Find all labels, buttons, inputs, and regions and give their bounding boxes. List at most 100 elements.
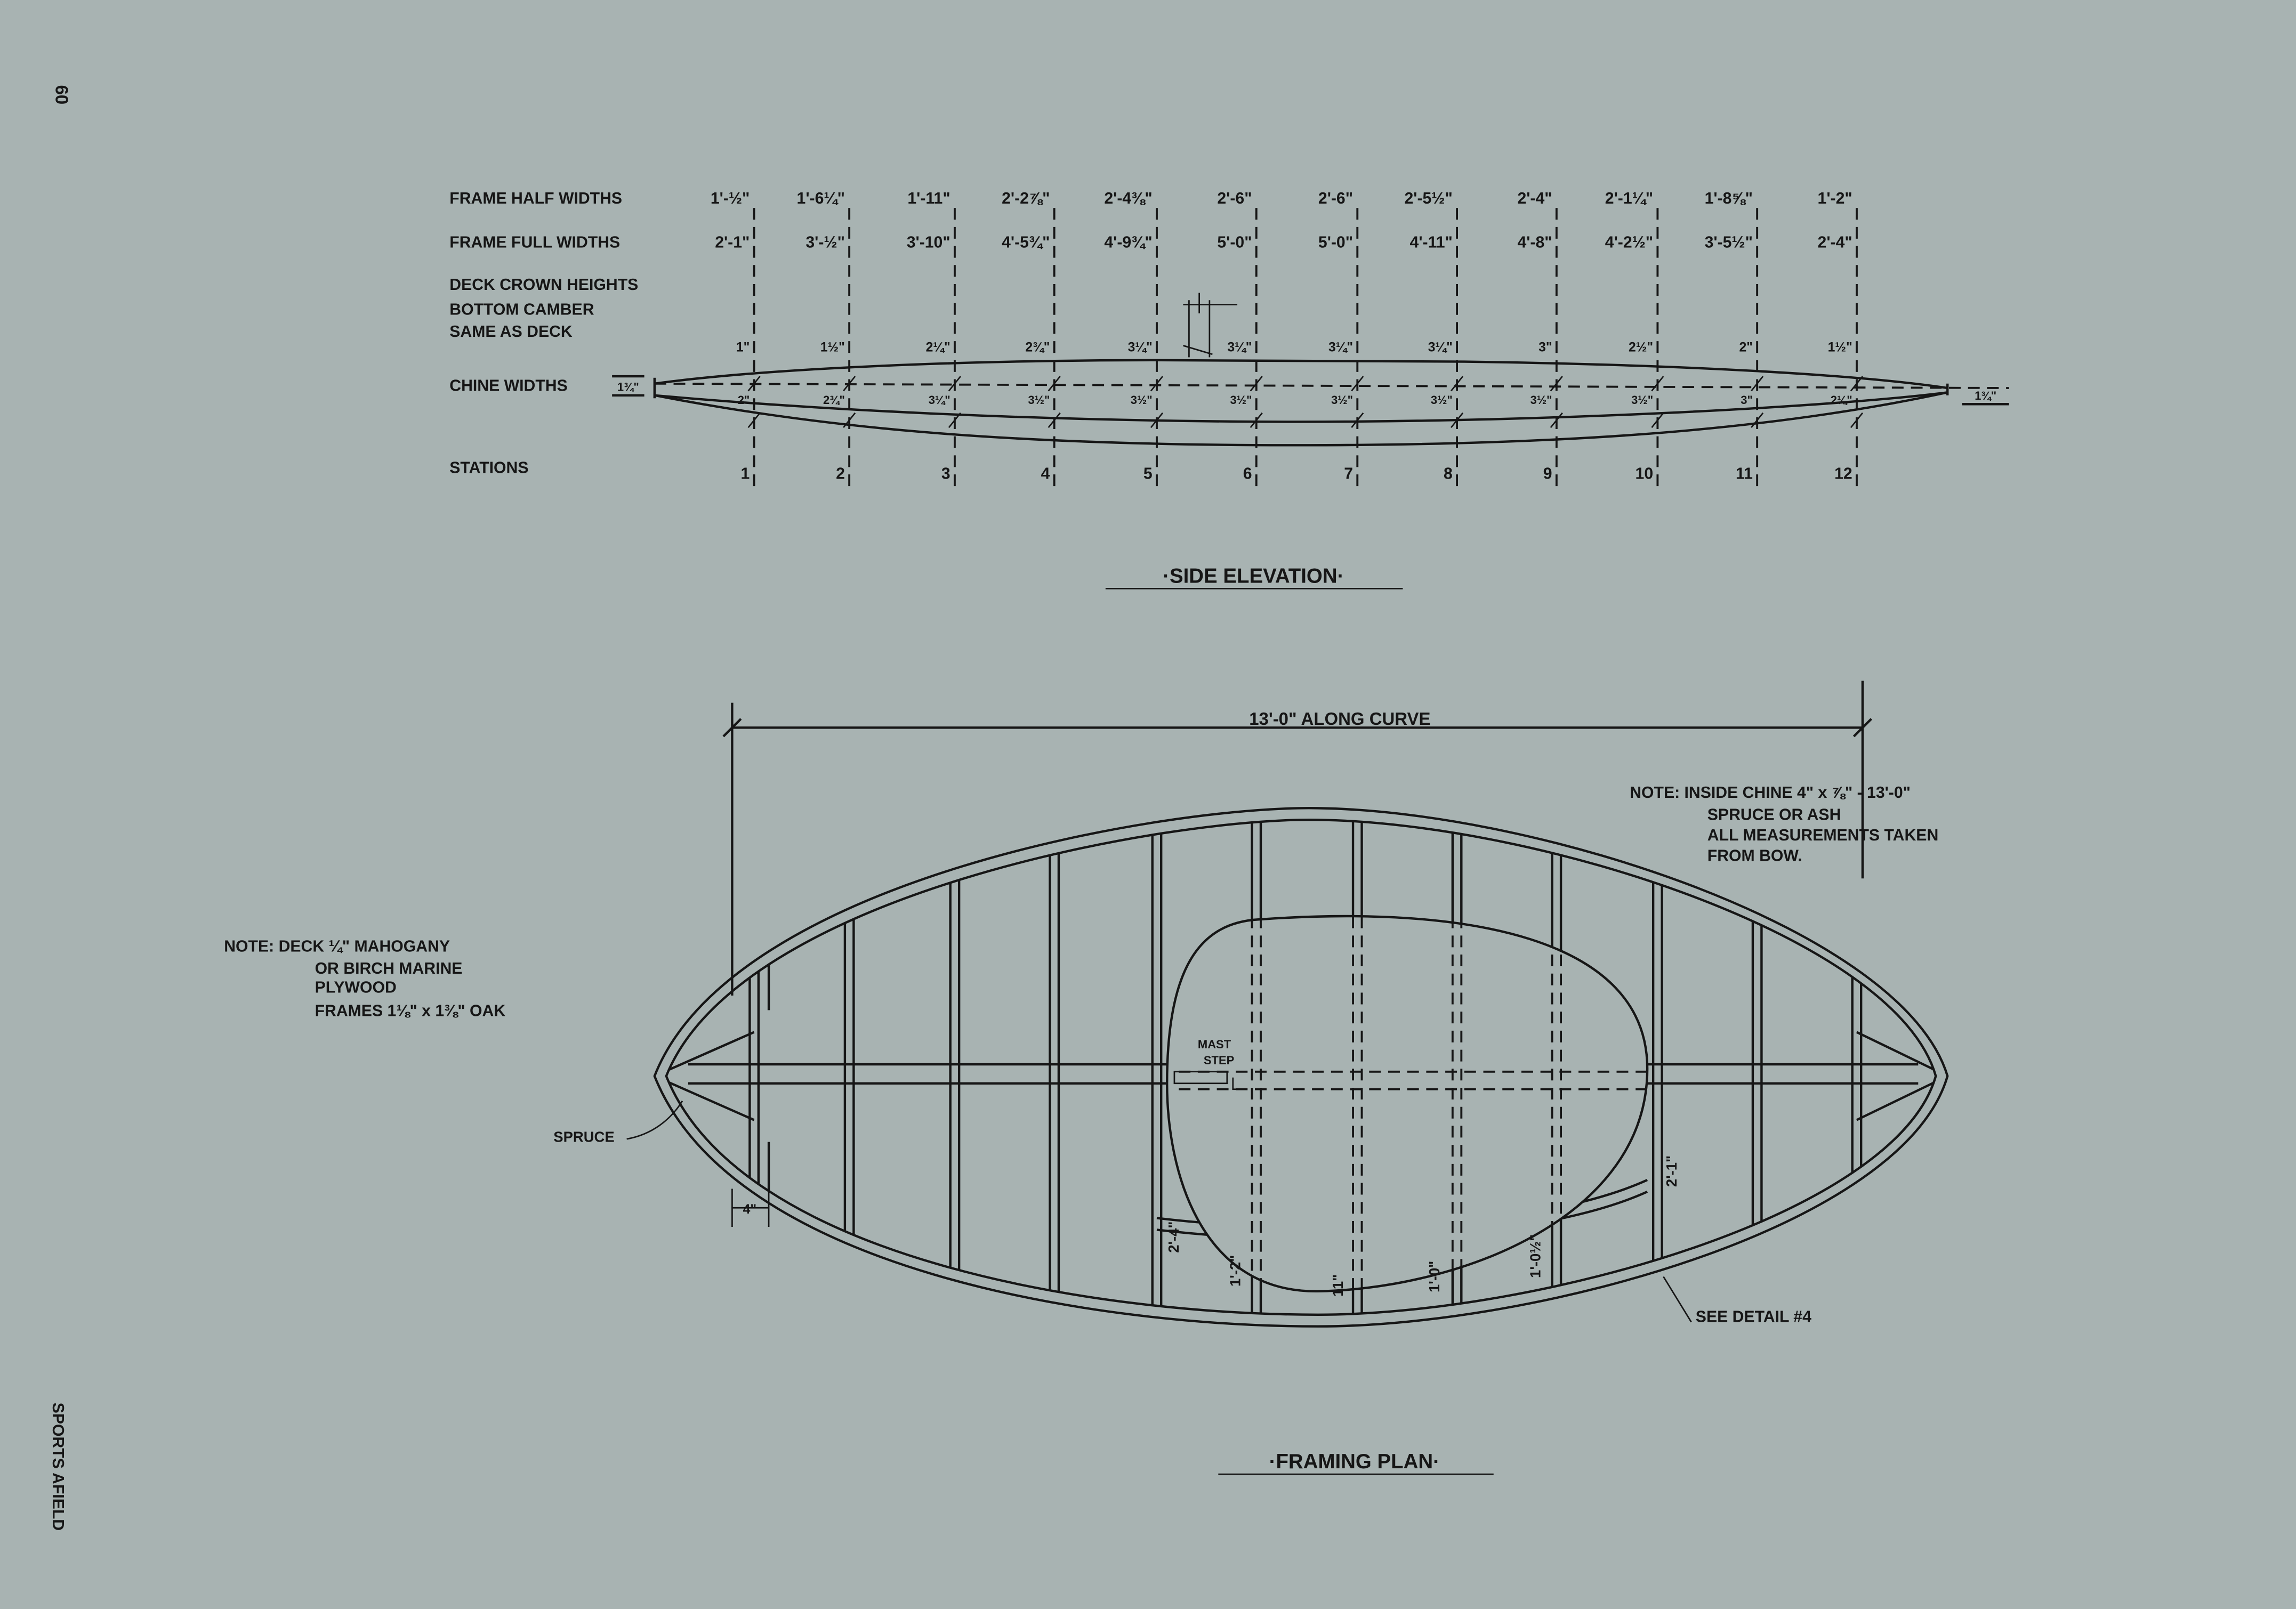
inner-chine-outline <box>665 819 1937 1316</box>
full-width-value: 2'-4" <box>1818 233 1852 251</box>
station-tick <box>1751 376 1764 428</box>
chine-line <box>654 391 1948 423</box>
note-left-line: OR BIRCH MARINE <box>315 960 463 977</box>
station-number: 7 <box>1344 465 1353 482</box>
station-number: 2 <box>836 465 845 482</box>
full-width-value: 4'-2½" <box>1605 233 1653 251</box>
frame-dimension-label: 11" <box>1330 1274 1346 1297</box>
half-width-value: 2'-6" <box>1318 190 1353 207</box>
frame <box>843 820 855 1315</box>
cockpit-opening <box>1166 915 1649 1293</box>
full-width-value: 4'-11" <box>1410 233 1453 251</box>
station-number: 8 <box>1444 465 1453 482</box>
station-tick <box>948 376 961 428</box>
page-number: 60 <box>52 85 71 104</box>
crown-height-value: 2¼" <box>926 340 950 354</box>
station-tick <box>843 376 856 428</box>
station-tick <box>1550 376 1563 428</box>
mast-step-label-1: MAST <box>1198 1038 1231 1051</box>
label-frame-half-widths: FRAME HALF WIDTHS <box>449 190 622 207</box>
crown-height-value: 3¼" <box>1227 340 1252 354</box>
mast-step <box>1173 1071 1245 1090</box>
half-width-value: 2'-2⅞" <box>1002 190 1050 207</box>
outer-hull-outline <box>653 807 1949 1328</box>
label-same-as-deck: SAME AS DECK <box>449 323 573 341</box>
half-width-value: 1'-11" <box>907 190 950 207</box>
hidden-frame <box>1852 878 1861 1317</box>
overall-length-dimension <box>722 681 1872 996</box>
chine-width-value: 3½" <box>1631 393 1653 407</box>
full-width-value: 3'-10" <box>907 233 950 251</box>
half-width-value: 1'-½" <box>711 190 750 207</box>
frame <box>748 820 760 1315</box>
full-width-value: 4'-9¾" <box>1104 233 1152 251</box>
half-width-value: 2'-4" <box>1517 190 1552 207</box>
station-number: 10 <box>1636 465 1654 482</box>
hidden-frame <box>1050 878 1058 1317</box>
frame-dimension-label: 2'-4" <box>1165 1222 1182 1253</box>
crown-height-value: 3¼" <box>1128 340 1153 354</box>
crown-height-value: 1½" <box>1828 340 1852 354</box>
note-right-line: ALL MEASUREMENTS TAKEN <box>1707 827 1938 844</box>
crown-height-value: 1" <box>736 340 750 354</box>
chine-width-value: 3" <box>1741 393 1753 407</box>
crown-height-value: 1½" <box>820 340 845 354</box>
label-chine-widths: CHINE WIDTHS <box>449 377 567 395</box>
station-tick <box>1150 376 1164 428</box>
label-deck-crown: DECK CROWN HEIGHTS <box>449 276 638 294</box>
frame-dimension-label: 1'-0" <box>1426 1261 1443 1292</box>
station-number: 4 <box>1041 465 1050 482</box>
note-left-line: PLYWOOD <box>315 979 397 996</box>
side-elevation-title: ·SIDE ELEVATION· <box>1163 564 1344 587</box>
chine-width-bow-end: 1¾" <box>617 381 639 394</box>
full-width-value: 4'-8" <box>1517 233 1552 251</box>
frame-dimension-label: 2'-1" <box>1663 1155 1680 1187</box>
bottom-line <box>654 391 1948 447</box>
station-tick <box>1651 376 1664 428</box>
hidden-frame <box>1352 916 1363 1291</box>
framing-plan-title: ·FRAMING PLAN· <box>1269 1450 1440 1473</box>
label-stations: STATIONS <box>449 459 528 476</box>
chine-width-value: 3½" <box>1331 393 1353 407</box>
hidden-frame <box>1251 916 1262 1291</box>
half-width-value: 2'-1¼" <box>1605 190 1653 207</box>
chine-width-value: 2¼" <box>1831 393 1852 407</box>
hidden-frame <box>1653 878 1662 1317</box>
note-right-line: SPRUCE OR ASH <box>1707 806 1841 823</box>
hidden-frame <box>950 878 959 1317</box>
half-width-value: 1'-2" <box>1818 190 1852 207</box>
frame <box>1751 820 1763 1315</box>
chine-width-value: 3½" <box>1530 393 1552 407</box>
full-width-value: 5'-0" <box>1217 233 1252 251</box>
station-number: 12 <box>1834 465 1852 482</box>
half-width-value: 1'-8⅝" <box>1705 190 1753 207</box>
side-elevation: FRAME HALF WIDTHS FRAME FULL WIDTHS DECK… <box>449 190 2009 589</box>
chine-width-value: 3½" <box>1431 393 1453 407</box>
hidden-frame <box>845 878 853 1317</box>
hidden-frame <box>1153 878 1161 1317</box>
bow-dimension-label: 4" <box>743 1202 756 1217</box>
frame <box>1151 820 1163 1315</box>
framing-plan: 13'-0" ALONG CURVE MAST STEP 2'-4"1'-2"1… <box>224 681 1949 1475</box>
full-width-value: 2'-1" <box>715 233 750 251</box>
full-width-value: 4'-5¾" <box>1002 233 1050 251</box>
station-tick <box>1250 376 1263 428</box>
half-width-value: 2'-6" <box>1217 190 1252 207</box>
breasthook-bow <box>666 957 770 1195</box>
chine-width-value: 3½" <box>1131 393 1153 407</box>
label-frame-full-widths: FRAME FULL WIDTHS <box>449 233 620 251</box>
station-number: 6 <box>1243 465 1252 482</box>
bow-dimension <box>731 1188 770 1227</box>
centerline <box>654 382 2009 389</box>
hidden-frame <box>750 878 758 1317</box>
note-left: NOTE: DECK ¼" MAHOGANY OR BIRCH MARINE P… <box>224 938 505 1020</box>
spruce-label: SPRUCE <box>553 1129 614 1145</box>
half-width-value: 2'-4⅜" <box>1104 190 1152 207</box>
crown-height-value: 2¾" <box>1025 340 1050 354</box>
station-number: 1 <box>741 465 750 482</box>
mast-step-marker <box>1183 293 1238 358</box>
label-bottom-camber: BOTTOM CAMBER <box>449 301 594 319</box>
station-tick <box>1351 376 1364 428</box>
breasthook-stern <box>1826 936 1936 1216</box>
frame <box>949 820 961 1315</box>
